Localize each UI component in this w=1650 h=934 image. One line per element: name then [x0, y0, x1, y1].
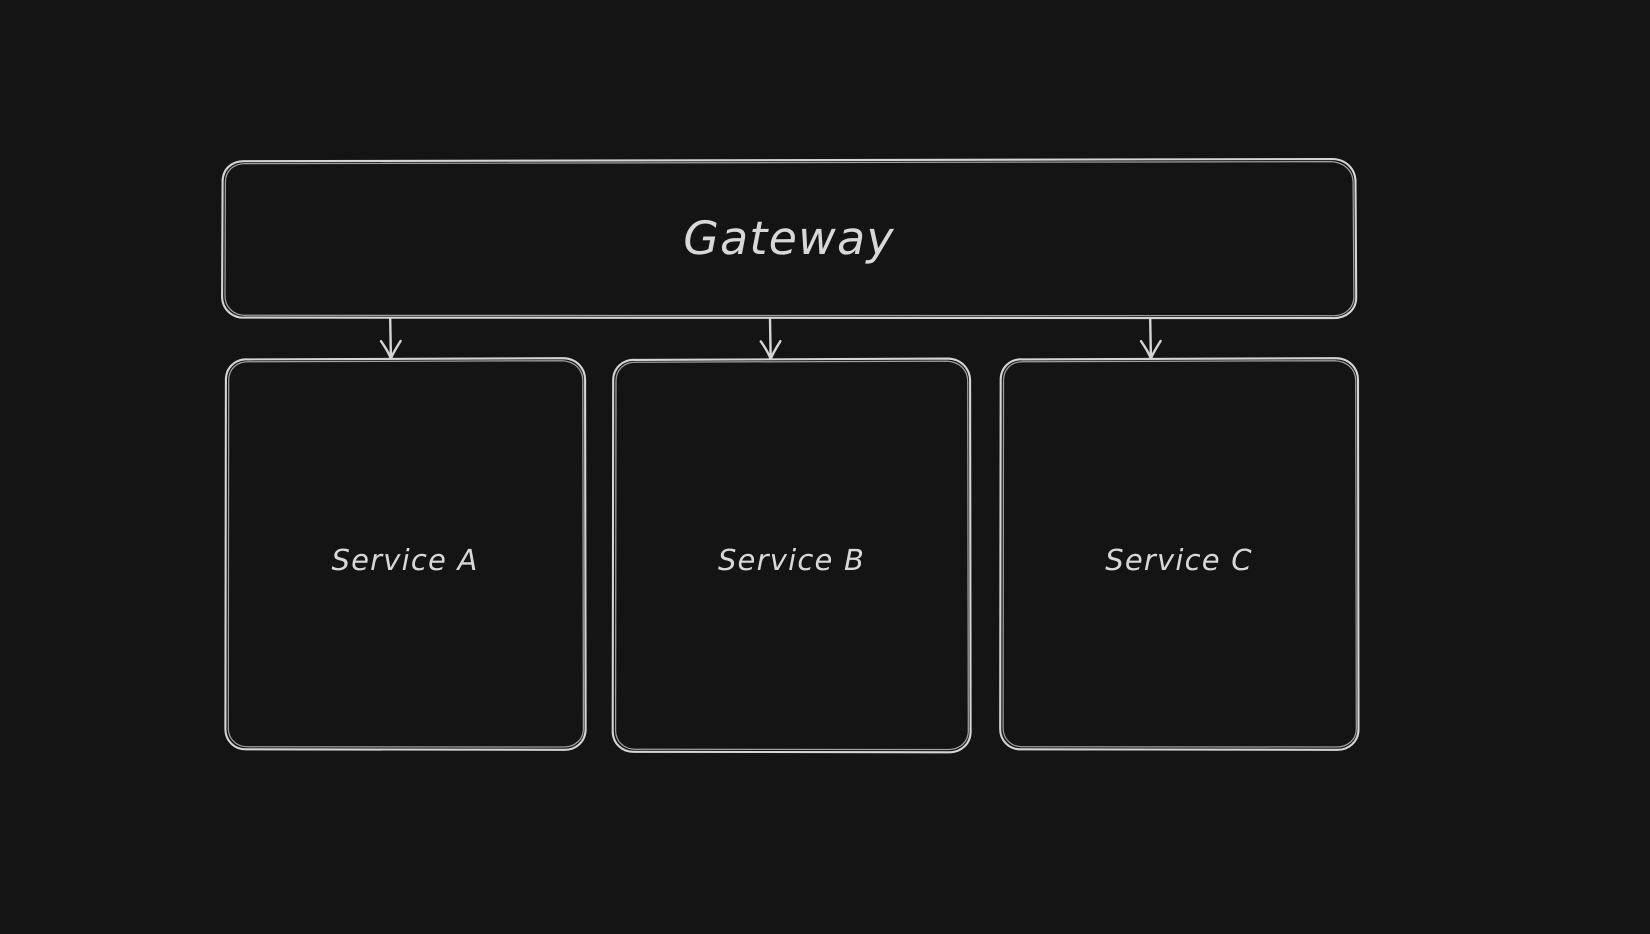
- edge-gateway-to-service-a[interactable]: [379, 317, 402, 360]
- service-c-node-shape[interactable]: [999, 357, 1360, 751]
- service-a-node-shape[interactable]: [224, 357, 587, 751]
- service-b-node-shape[interactable]: [611, 357, 972, 754]
- edge-gateway-to-service-b[interactable]: [759, 317, 782, 361]
- edge-gateway-to-service-c[interactable]: [1139, 317, 1162, 360]
- gateway-node-shape[interactable]: [221, 157, 1358, 320]
